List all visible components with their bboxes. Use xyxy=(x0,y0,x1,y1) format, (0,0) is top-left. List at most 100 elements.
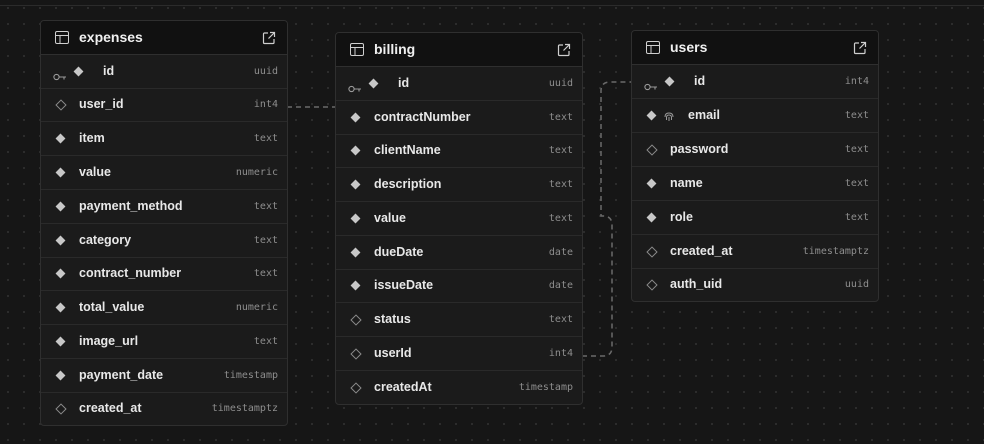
column-name: dueDate xyxy=(374,244,424,259)
required-diamond-icon xyxy=(55,302,66,313)
required-diamond-icon xyxy=(55,336,66,347)
column-type: uuid xyxy=(844,279,869,290)
column-type: text xyxy=(548,212,573,224)
column-row[interactable]: id int4 xyxy=(632,65,878,99)
column-type: date xyxy=(548,246,573,258)
table-icon xyxy=(55,31,69,44)
column-row[interactable]: user_id int4 xyxy=(41,89,287,123)
table-users[interactable]: users id int4 email text password text name text… xyxy=(631,30,879,302)
column-type: text xyxy=(844,109,869,121)
column-row[interactable]: created_at timestamptz xyxy=(41,393,287,425)
column-row[interactable]: value text xyxy=(336,202,582,236)
column-name: user_id xyxy=(79,97,124,112)
open-external-icon[interactable] xyxy=(557,43,571,57)
column-name: payment_method xyxy=(79,198,183,213)
column-name: category xyxy=(79,232,132,247)
column-name: contractNumber xyxy=(374,109,471,124)
nullable-diamond-icon xyxy=(350,313,362,326)
column-name: role xyxy=(670,209,693,224)
table-header: expenses xyxy=(41,21,287,55)
required-diamond-icon xyxy=(350,280,361,291)
column-name: password xyxy=(670,141,729,156)
column-name: userId xyxy=(374,345,412,360)
column-name: total_value xyxy=(79,299,145,314)
table-header: users xyxy=(632,31,878,65)
column-type: text xyxy=(253,200,278,212)
canvas-top-border xyxy=(0,5,984,6)
required-diamond-icon xyxy=(368,78,379,88)
required-diamond-icon xyxy=(646,110,657,120)
column-name: auth_uid xyxy=(670,277,723,291)
column-name: email xyxy=(688,107,720,122)
column-row[interactable]: contractNumber text xyxy=(336,101,582,135)
column-row[interactable]: id uuid xyxy=(336,67,582,101)
column-row[interactable]: issueDate date xyxy=(336,270,582,303)
column-name: name xyxy=(670,175,703,190)
column-row[interactable]: dueDate date xyxy=(336,236,582,270)
column-type: numeric xyxy=(235,301,278,313)
unique-fingerprint-icon xyxy=(663,110,675,122)
column-type: text xyxy=(844,211,869,223)
column-type: numeric xyxy=(235,166,278,178)
column-name: contract_number xyxy=(79,266,182,281)
column-name: description xyxy=(374,176,442,191)
column-row[interactable]: email text xyxy=(632,99,878,133)
column-name: id xyxy=(694,73,706,88)
nullable-diamond-icon xyxy=(646,279,658,291)
table-billing[interactable]: billing id uuid contractNumber text clientNam… xyxy=(335,32,583,405)
column-type: timestamp xyxy=(223,369,278,381)
column-row[interactable]: auth_uid uuid xyxy=(632,269,878,301)
column-type: int4 xyxy=(253,99,278,111)
required-diamond-icon xyxy=(55,370,66,381)
table-name: billing xyxy=(374,41,416,57)
required-diamond-icon xyxy=(350,112,361,122)
column-type: timestamptz xyxy=(802,245,869,257)
column-name: created_at xyxy=(79,401,142,416)
column-type: int4 xyxy=(844,75,869,87)
column-type: text xyxy=(548,111,573,123)
column-type: uuid xyxy=(548,77,573,89)
required-diamond-icon xyxy=(55,167,66,178)
open-external-icon[interactable] xyxy=(853,41,867,55)
required-diamond-icon xyxy=(350,213,361,223)
column-row[interactable]: password text xyxy=(632,133,878,167)
column-name: value xyxy=(79,164,111,179)
column-row[interactable]: total_value numeric xyxy=(41,291,287,326)
column-row[interactable]: name text xyxy=(632,167,878,201)
column-type: date xyxy=(548,280,573,291)
column-name: issueDate xyxy=(374,278,434,292)
column-row[interactable]: role text xyxy=(632,201,878,235)
table-icon xyxy=(350,43,364,56)
column-row[interactable]: value numeric xyxy=(41,156,287,191)
column-type: text xyxy=(253,132,278,144)
open-external-icon[interactable] xyxy=(262,31,276,45)
column-name: value xyxy=(374,210,406,225)
column-type: int4 xyxy=(548,347,573,359)
column-type: timestamptz xyxy=(211,403,278,415)
required-diamond-icon xyxy=(55,201,66,212)
column-name: id xyxy=(398,75,410,90)
required-diamond-icon xyxy=(73,66,84,77)
required-diamond-icon xyxy=(55,268,66,279)
column-row[interactable]: payment_method text xyxy=(41,190,287,225)
column-name: clientName xyxy=(374,143,441,157)
required-diamond-icon xyxy=(55,133,66,144)
column-type: text xyxy=(844,143,869,155)
column-type: text xyxy=(844,177,869,189)
column-name: image_url xyxy=(79,333,139,348)
column-row[interactable]: userId int4 xyxy=(336,337,582,371)
required-diamond-icon xyxy=(646,212,657,222)
required-diamond-icon xyxy=(350,145,361,156)
